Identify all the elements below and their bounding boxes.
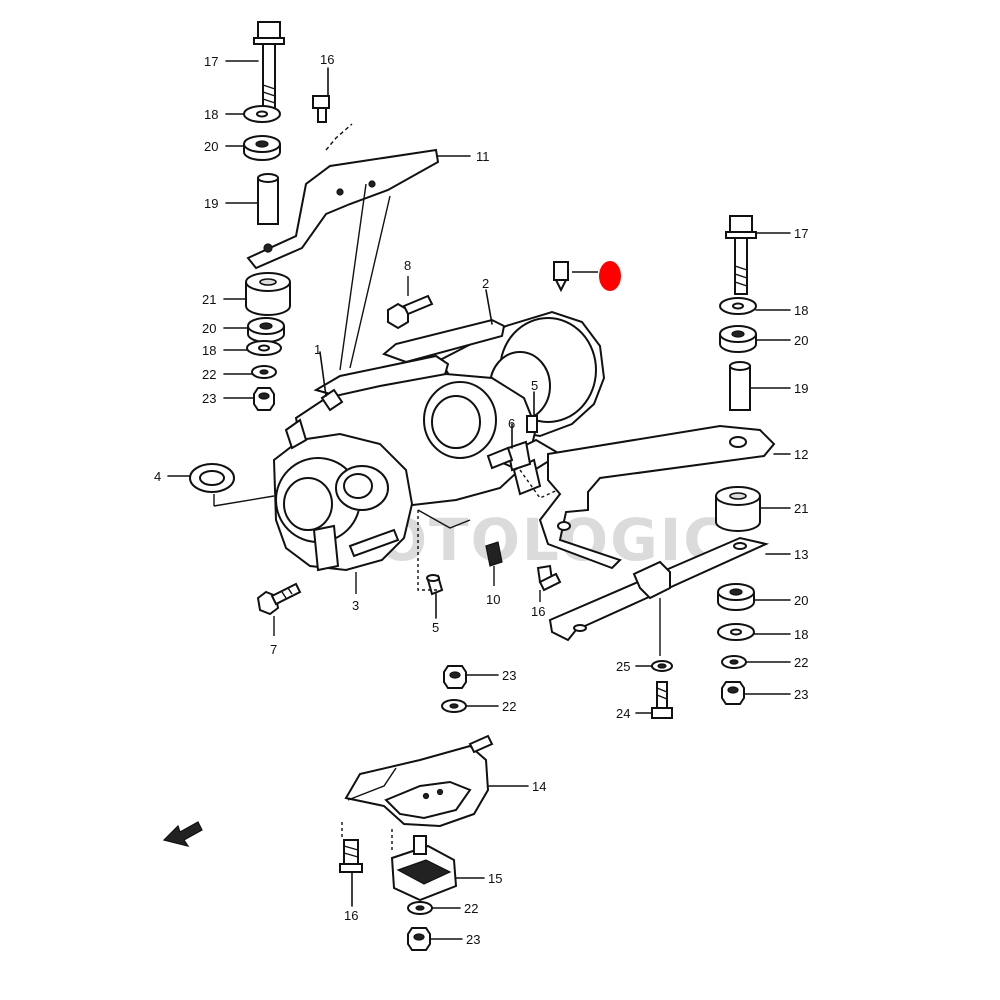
callout-22-right: 22 (794, 655, 808, 670)
part-23-nut-center (443, 665, 467, 689)
callout-20-right-lower: 20 (794, 593, 808, 608)
part-20-washer-right-lower (717, 583, 755, 611)
callout-23-lower: 23 (466, 932, 480, 947)
callout-6: 6 (508, 416, 515, 431)
part-23-nut-lower (407, 927, 431, 951)
callout-20-left: 20 (204, 139, 218, 154)
callout-5-bottom: 5 (432, 620, 439, 635)
callout-leaders (167, 60, 791, 940)
callout-4: 4 (154, 469, 161, 484)
callout-5-top: 5 (531, 378, 538, 393)
callout-25: 25 (616, 659, 630, 674)
leader-line (213, 495, 275, 507)
callout-23-center: 23 (502, 668, 516, 683)
part-21-rubber-mount-left (245, 272, 291, 316)
part-plug (553, 261, 569, 293)
callout-21-right: 21 (794, 501, 808, 516)
part-23-nut-right (721, 681, 745, 705)
callout-21-left: 21 (202, 292, 216, 307)
callout-16-lower: 16 (344, 908, 358, 923)
callout-18-left-lower: 18 (202, 343, 216, 358)
callout-24: 24 (616, 706, 630, 721)
part-12-bracket (538, 424, 776, 570)
part-16-bolt-middle (536, 564, 562, 592)
callout-1: 1 (314, 342, 321, 357)
part-23-nut-left (253, 387, 275, 411)
callout-15: 15 (488, 871, 502, 886)
part-16-bolt-lower (339, 839, 363, 873)
part-17-bolt-left (253, 21, 285, 111)
part-20-washer-right (719, 325, 757, 353)
callout-18-right: 18 (794, 303, 808, 318)
callout-19-left: 19 (204, 196, 218, 211)
part-16-bolt-top (312, 95, 330, 123)
part-24-bolt (651, 681, 673, 719)
callout-14: 14 (532, 779, 546, 794)
front-direction-arrow-icon (162, 821, 203, 847)
highlight-marker (599, 261, 621, 291)
callout-16-top: 16 (320, 52, 334, 67)
part-8-screw (387, 294, 434, 330)
callout-3: 3 (352, 598, 359, 613)
callout-19-right: 19 (794, 381, 808, 396)
part-19-sleeve-left (257, 173, 279, 225)
callout-22-lower: 22 (464, 901, 478, 916)
part-22-lockwasher-center (441, 699, 467, 713)
callout-20-left-lower: 20 (202, 321, 216, 336)
part-6-fitting (486, 440, 532, 472)
callout-23-left: 23 (202, 391, 216, 406)
part-19-sleeve-right (729, 361, 751, 411)
callout-23-right: 23 (794, 687, 808, 702)
part-20-washer-left (243, 135, 281, 161)
part-20-washer-left-lower (247, 317, 285, 343)
callout-8: 8 (404, 258, 411, 273)
part-21-rubber-mount-right (715, 486, 761, 532)
part-22-lockwasher-left (251, 365, 277, 379)
part-22-lockwasher-lower (407, 901, 433, 915)
part-25-washer (651, 660, 673, 672)
leader-line (417, 510, 440, 591)
callout-13: 13 (794, 547, 808, 562)
part-17-bolt-right (725, 215, 757, 295)
part-22-lockwasher-right (721, 655, 747, 669)
callout-16-middle: 16 (531, 604, 545, 619)
part-11-bracket (246, 123, 440, 270)
part-5-sleeve-bottom (426, 574, 444, 596)
callout-18-left: 18 (204, 107, 218, 122)
part-5-sleeve-top (526, 415, 538, 433)
part-4-gasket-ring (189, 463, 235, 493)
part-10-rubber-cap (485, 541, 503, 567)
part-14-mount-bracket (344, 734, 494, 828)
callout-17-right: 17 (794, 226, 808, 241)
callout-22-center: 22 (502, 699, 516, 714)
callout-11: 11 (476, 149, 490, 164)
leader-line (339, 183, 367, 371)
callout-17-left: 17 (204, 54, 218, 69)
callout-2: 2 (482, 276, 489, 291)
part-1-carburetor-body (272, 310, 606, 572)
callout-7: 7 (270, 642, 277, 657)
callout-22-left: 22 (202, 367, 216, 382)
part-7-bolt (256, 582, 302, 616)
part-15-rubber-mount (390, 835, 458, 902)
callout-20-right: 20 (794, 333, 808, 348)
callout-10: 10 (486, 592, 500, 607)
callout-18-right-lower: 18 (794, 627, 808, 642)
callout-12: 12 (794, 447, 808, 462)
part-13-plate (548, 536, 770, 642)
leader-line (349, 195, 391, 369)
